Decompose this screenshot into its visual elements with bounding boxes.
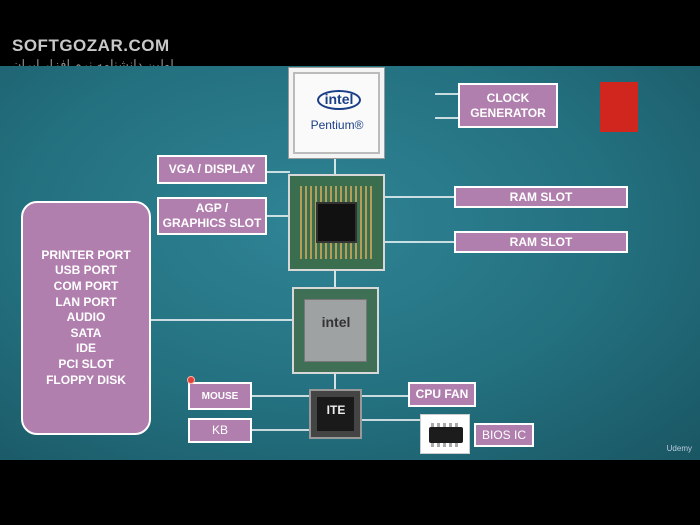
- port-item: IDE: [75, 341, 96, 356]
- cpu-model: Pentium®: [310, 118, 364, 132]
- connector-lines: [150, 93, 458, 431]
- southbridge-logo: intel: [321, 314, 351, 330]
- southbridge-chip: intel: [292, 287, 379, 374]
- agp-graphics-label: AGP / GRAPHICS SLOT: [162, 201, 262, 230]
- ports-box: PRINTER PORT USB PORT COM PORT LAN PORT …: [21, 201, 151, 435]
- port-item: PRINTER PORT: [41, 247, 131, 262]
- diagram-slide: intel Pentium® intel ITE CLOCK GENERATOR…: [0, 66, 700, 460]
- port-item: LAN PORT: [55, 294, 117, 309]
- kb-label: KB: [211, 423, 228, 437]
- red-accent-bar: [600, 82, 638, 132]
- vga-display-label: VGA / DISPLAY: [168, 162, 256, 176]
- superio-logo: ITE: [326, 403, 346, 417]
- cursor-dot-icon: [187, 376, 195, 384]
- udemy-logo: Udemy: [666, 444, 692, 453]
- cpu-logo: intel: [324, 91, 354, 107]
- ram-slot-box-1: RAM SLOT: [454, 186, 628, 208]
- port-item: PCI SLOT: [58, 356, 114, 371]
- port-item: COM PORT: [53, 279, 119, 294]
- port-item: FLOPPY DISK: [46, 372, 126, 387]
- bios-chip-image: [420, 414, 470, 454]
- clock-generator-box: CLOCK GENERATOR: [458, 83, 558, 128]
- port-item: USB PORT: [54, 263, 117, 278]
- port-item: SATA: [70, 325, 102, 340]
- kb-box: KB: [188, 418, 252, 443]
- cpu-fan-box: CPU FAN: [408, 382, 476, 407]
- mouse-label: MOUSE: [201, 390, 239, 402]
- ram-slot-label-2: RAM SLOT: [509, 234, 573, 249]
- cpu-chip: intel Pentium®: [288, 67, 385, 159]
- ram-slot-box-2: RAM SLOT: [454, 231, 628, 253]
- cpu-fan-label: CPU FAN: [415, 387, 469, 401]
- northbridge-chip: [288, 174, 385, 271]
- agp-graphics-box: AGP / GRAPHICS SLOT: [157, 197, 267, 235]
- port-item: AUDIO: [66, 310, 106, 325]
- bios-ic-box: BIOS IC: [474, 423, 534, 447]
- ram-slot-label-1: RAM SLOT: [509, 189, 573, 204]
- mouse-box: MOUSE: [188, 382, 252, 410]
- superio-chip: ITE: [309, 389, 362, 439]
- vga-display-box: VGA / DISPLAY: [157, 155, 267, 184]
- clock-generator-label: CLOCK GENERATOR: [470, 90, 546, 120]
- watermark-title: SOFTGOZAR.COM: [12, 36, 170, 55]
- bios-ic-label: BIOS IC: [481, 427, 526, 442]
